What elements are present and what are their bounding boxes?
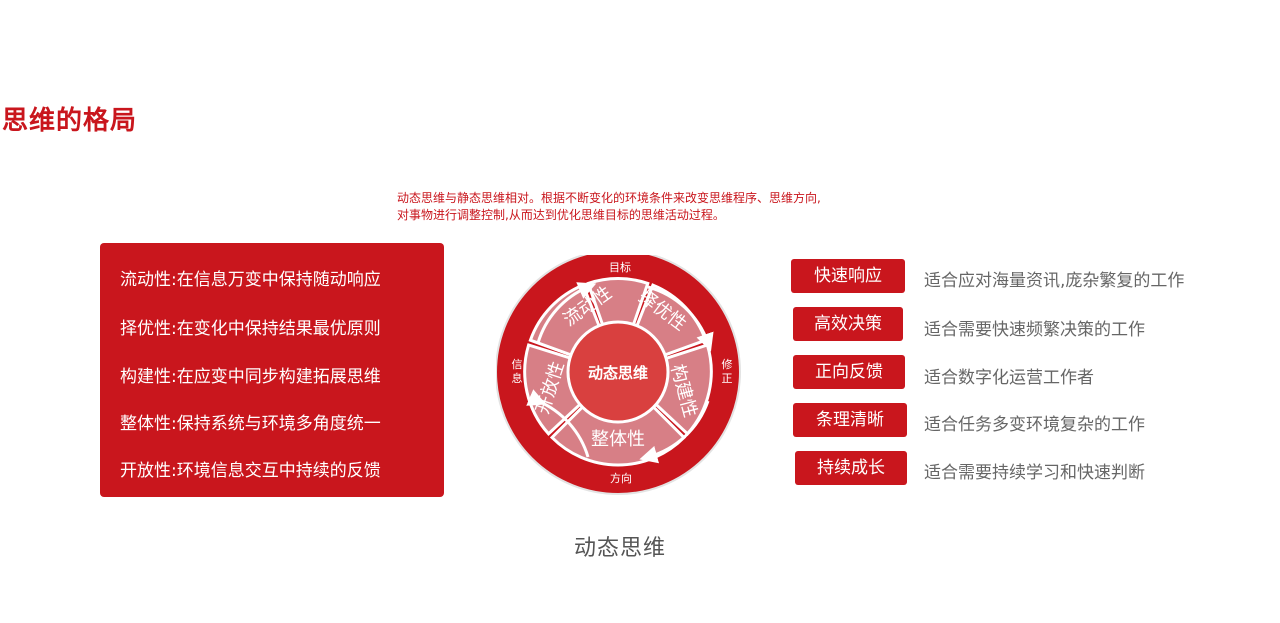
arrow-bottom-left [526,389,590,458]
arrow-top-left [536,282,597,344]
tag-positive-feedback: 正向反馈 [793,355,905,389]
dynamic-thinking-wheel: 动态思维 流动性 择优性 构建性 整体性 开放性 目标 方向 修 正 信 息 [496,255,742,495]
ring-label-direction: 方向 [610,471,632,485]
description-line-2: 对事物进行调整控制,从而达到优化思维目标的思维活动过程。 [397,208,725,222]
tag-desc-fast-response: 适合应对海量资讯,庞杂繁复的工作 [924,271,1185,291]
characteristics-panel: 流动性:在信息万变中保持随动响应 择优性:在变化中保持结果最优原则 构建性:在应… [100,243,444,497]
panel-item-constructiveness: 构建性:在应变中同步构建拓展思维 [120,367,381,387]
ring-label-info-1: 信 [512,358,523,371]
tag-clear-logic: 条理清晰 [793,403,907,437]
page-title: 思维的格局 [2,106,138,136]
tag-efficient-decision: 高效决策 [793,307,903,341]
segment-label-integrity: 整体性 [591,429,645,450]
tag-desc-positive-feedback: 适合数字化运营工作者 [924,368,1094,388]
wheel-caption: 动态思维 [574,536,667,561]
panel-item-openness: 开放性:环境信息交互中持续的反馈 [120,461,381,481]
panel-item-integrity: 整体性:保持系统与环境多角度统一 [120,414,381,434]
ring-label-correction-2: 正 [722,372,733,385]
tag-continuous-growth: 持续成长 [795,451,907,485]
ring-label-info-2: 息 [512,371,523,385]
wheel-center-label: 动态思维 [588,364,648,382]
tag-desc-efficient-decision: 适合需要快速频繁决策的工作 [924,320,1145,340]
arrow-top-right [647,285,714,352]
ring-label-goal: 目标 [609,260,631,274]
tag-fast-response: 快速响应 [791,259,905,293]
ring-label-correction-1: 修 [722,357,733,371]
panel-item-optimality: 择优性:在变化中保持结果最优原则 [120,319,381,339]
description: 动态思维与静态思维相对。根据不断变化的环境条件来改变思维程序、思维方向, 对事物… [397,190,821,224]
description-line-1: 动态思维与静态思维相对。根据不断变化的环境条件来改变思维程序、思维方向, [397,191,821,205]
panel-item-fluidity: 流动性:在信息万变中保持随动响应 [120,270,381,290]
tag-desc-continuous-growth: 适合需要持续学习和快速判断 [924,463,1145,483]
wheel-center-circle [566,320,670,424]
arrow-bottom-right [639,400,710,464]
tag-desc-clear-logic: 适合任务多变环境复杂的工作 [924,415,1145,435]
